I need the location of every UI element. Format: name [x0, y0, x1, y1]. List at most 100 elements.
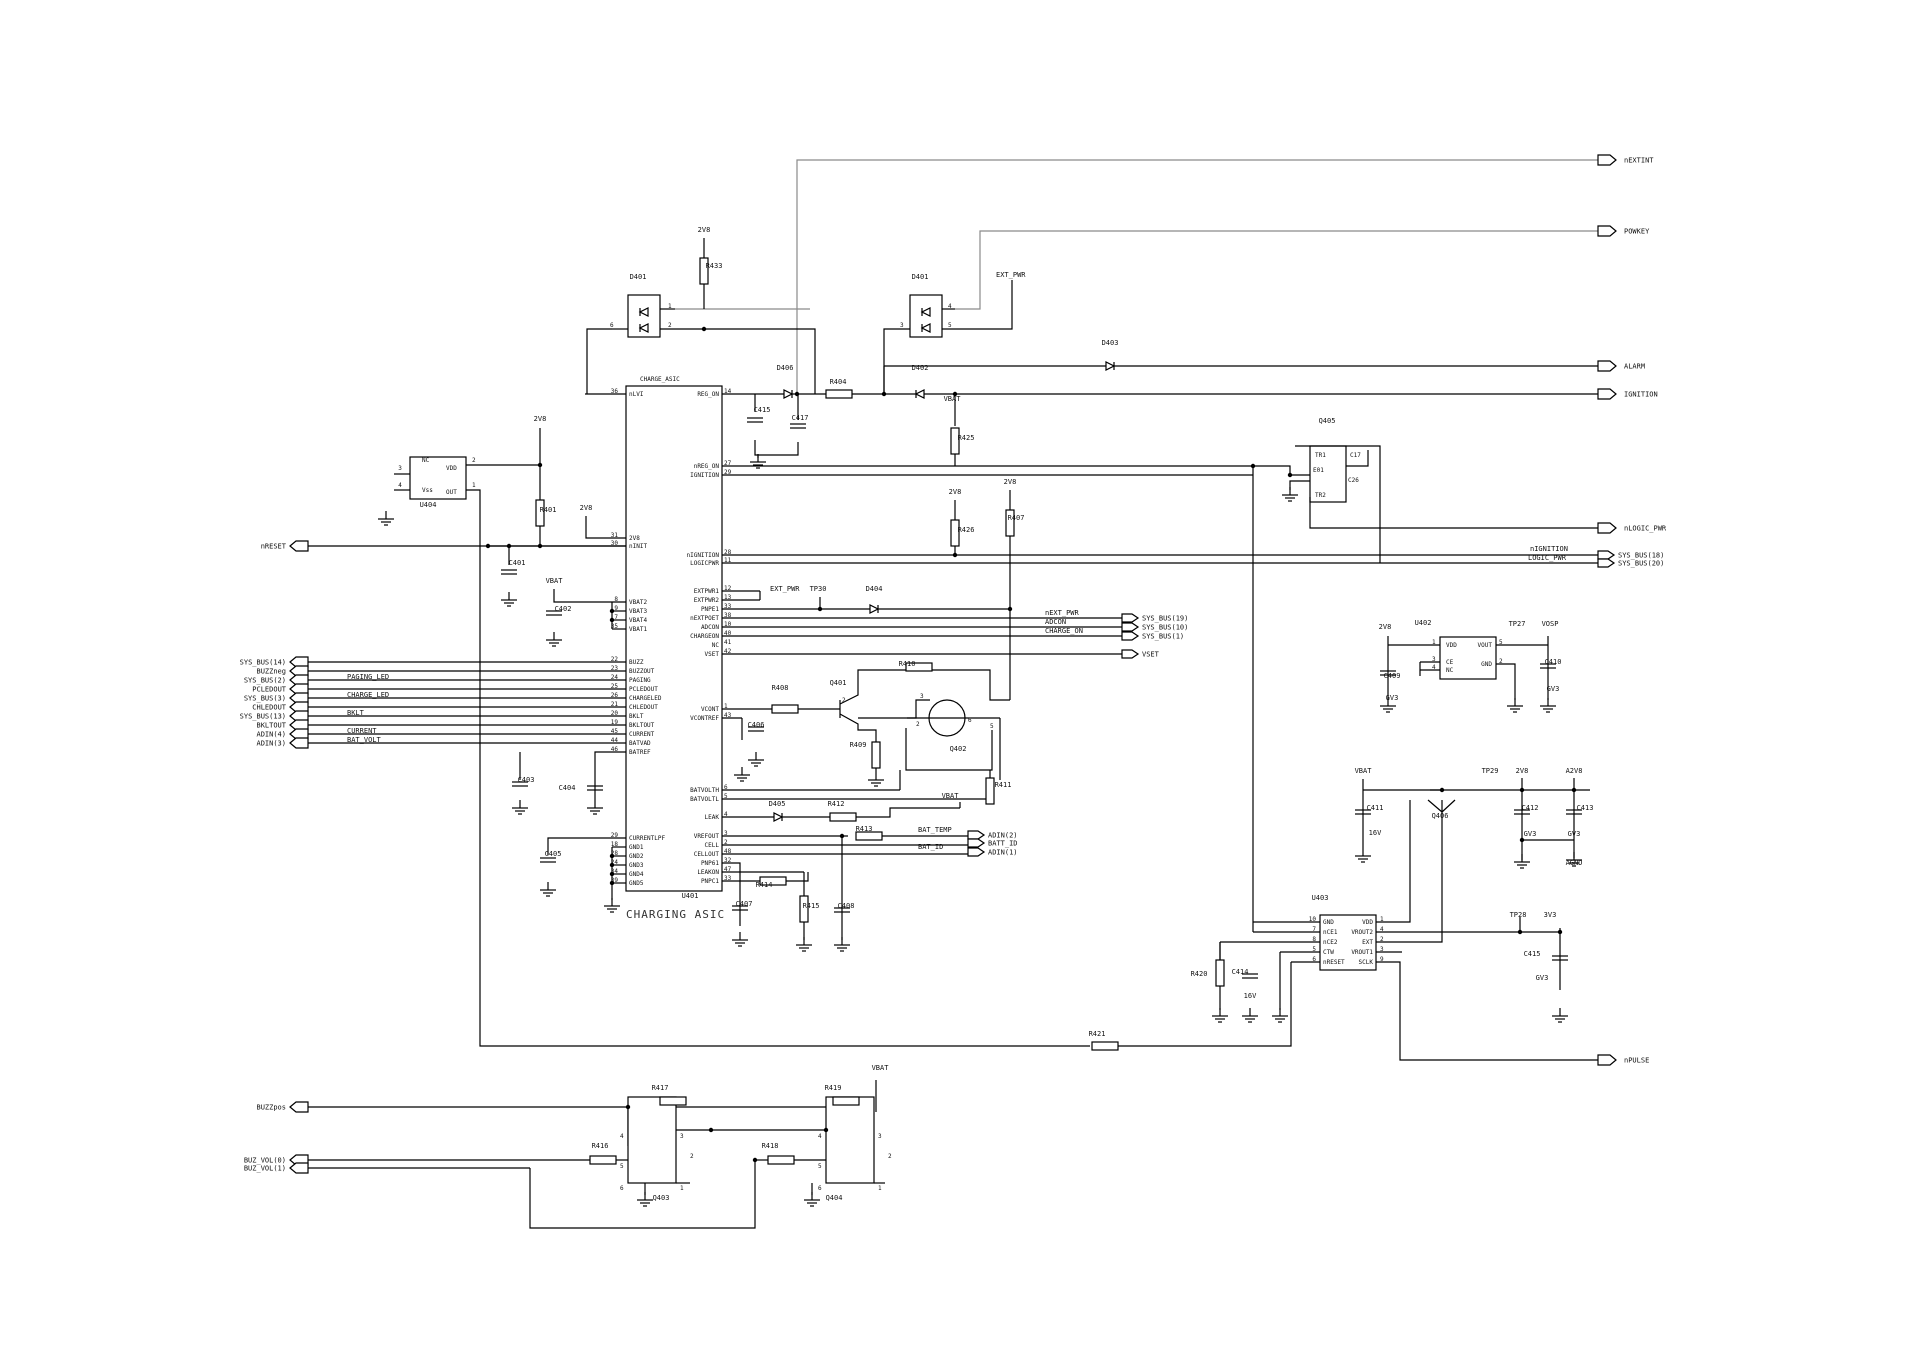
junction-dot [537, 543, 543, 549]
port-label: ADIN(4) [256, 731, 286, 739]
asic-pin-number: 13 [724, 594, 732, 601]
u402-pin-name: VDD [1446, 642, 1457, 649]
port-label: VSET [1142, 651, 1160, 659]
q405-pin-label: TR1 [1315, 452, 1326, 459]
asic-pin-name: VBAT3 [629, 608, 647, 615]
u402-pin-number: 4 [1432, 664, 1436, 671]
junction-dot [952, 391, 958, 397]
component-label: R417 [652, 1084, 669, 1092]
u402-pin-number: 2 [1499, 658, 1503, 665]
ground-icon [637, 1192, 653, 1207]
capacitor-icon [748, 726, 764, 732]
asic-pin-name: ADCON [701, 624, 719, 631]
u403-pin-name: SCLK [1359, 959, 1374, 966]
q402-pin-label: 3 [920, 693, 924, 700]
junction-dot [1287, 472, 1293, 478]
capacitor-icon [1355, 809, 1371, 815]
component-label: R419 [825, 1084, 842, 1092]
component-label: R413 [856, 825, 873, 833]
ground-icon [868, 772, 884, 787]
junction-dot [609, 608, 615, 614]
port-ignition: IGNITION [1597, 388, 1658, 400]
port-label: BUZZpos [256, 1104, 286, 1112]
asic-pin-number: 48 [724, 848, 732, 855]
d401-pin-label: 1 [668, 303, 672, 310]
asic-pin-name: nINIT [629, 543, 647, 550]
asic-pin-name: REG_ON [697, 391, 719, 398]
u404-pin-name: NC [422, 457, 430, 464]
component-label: R408 [772, 684, 789, 692]
asic-pin-name: BATREF [629, 749, 651, 756]
u404-pin-number: 1 [472, 482, 476, 489]
ground-icon [1272, 1008, 1288, 1023]
component-label: C414 [1232, 968, 1249, 976]
port-label: SYS_BUS(3) [244, 695, 286, 703]
junction-dot [1519, 837, 1525, 843]
component-label: C409 [1384, 672, 1401, 680]
u403-pin-number: 4 [1380, 926, 1384, 933]
u402-pin-number: 1 [1432, 639, 1436, 646]
asic-pin-number: 42 [724, 648, 732, 655]
component-label: D405 [769, 800, 786, 808]
diode-icon [773, 812, 784, 822]
component-label: Q406 [1432, 812, 1449, 820]
junction-dot [1250, 463, 1256, 469]
component-label: D404 [866, 585, 883, 593]
asic-pin-number: 6 [724, 784, 728, 791]
asic-pin-number: 32 [724, 857, 732, 864]
asic-pin-name: CURRENT [629, 731, 655, 738]
component-label: D401 [912, 273, 929, 281]
junction-dot [817, 606, 823, 612]
capacitor-icon [790, 423, 806, 429]
junction-dot [839, 833, 845, 839]
junction-dot [794, 391, 800, 397]
q403-pin-label: 1 [680, 1185, 684, 1192]
port-label: nLOGIC_PWR [1624, 525, 1667, 533]
q402-pin-label: 2 [916, 721, 920, 728]
port-alarm: ALARM [1597, 360, 1645, 372]
component-label: R418 [762, 1142, 779, 1150]
power-label: 2V8 [534, 415, 547, 423]
net-label: CURRENT [347, 727, 377, 735]
diode-icon [638, 323, 649, 333]
junction-dot [1007, 606, 1013, 612]
net-label: nIGNITION [1530, 545, 1568, 553]
power-label: TP30 [810, 585, 827, 593]
port-sys-bus-19-: SYS_BUS(19) [1121, 613, 1188, 623]
asic-pin-name: LEAKON [697, 869, 719, 876]
port-nreset: nRESET [261, 540, 309, 552]
asic-pin-name: BKLTOUT [629, 722, 655, 729]
junction-dot [752, 1157, 758, 1163]
asic-pin-name: VCONTREF [690, 715, 719, 722]
diode-icon [638, 307, 649, 317]
u404-pin-name: Vss [422, 487, 433, 494]
port-label: PCLEDOUT [252, 686, 287, 694]
port-powkey: POWKEY [1597, 225, 1650, 237]
asic-pin-number: 34 [611, 868, 619, 875]
asic-pin-name: BATVOLTL [690, 796, 719, 803]
asic-pin-number: 20 [611, 710, 619, 717]
port-label: SYS_BUS(18) [1618, 552, 1664, 560]
net-label: CHARGE_LED [347, 691, 389, 699]
component-label: U403 [1312, 894, 1329, 902]
wiring [292, 159, 1598, 1229]
capacitor-icon [501, 569, 517, 575]
component-label: C417 [792, 414, 809, 422]
power-label: GV3 [1386, 694, 1399, 702]
component-label: C405 [545, 850, 562, 858]
capacitor-icon [1242, 973, 1258, 979]
u404-pin-number: 4 [398, 482, 402, 489]
asic-pin-number: 12 [724, 585, 732, 592]
junction-dot [609, 862, 615, 868]
net-labels: PAGING_LEDCHARGE_LEDBKLTCURRENTBAT_VOLTn… [347, 271, 1568, 851]
junction-dot [1439, 787, 1445, 793]
port-label: BKLTOUT [256, 722, 286, 730]
power-label: 2V8 [949, 488, 962, 496]
port-sys-bus-20-: SYS_BUS(20) [1597, 558, 1664, 568]
asic-pin-number: 30 [611, 540, 619, 547]
asic-pin-name: EXTPWR1 [694, 588, 720, 595]
u403-pin-number: 9 [1380, 956, 1384, 963]
asic-pin-number: 39 [611, 877, 619, 884]
port-label: BUZ_VOL(1) [244, 1165, 286, 1173]
u402-pin-name: GND [1481, 661, 1492, 668]
